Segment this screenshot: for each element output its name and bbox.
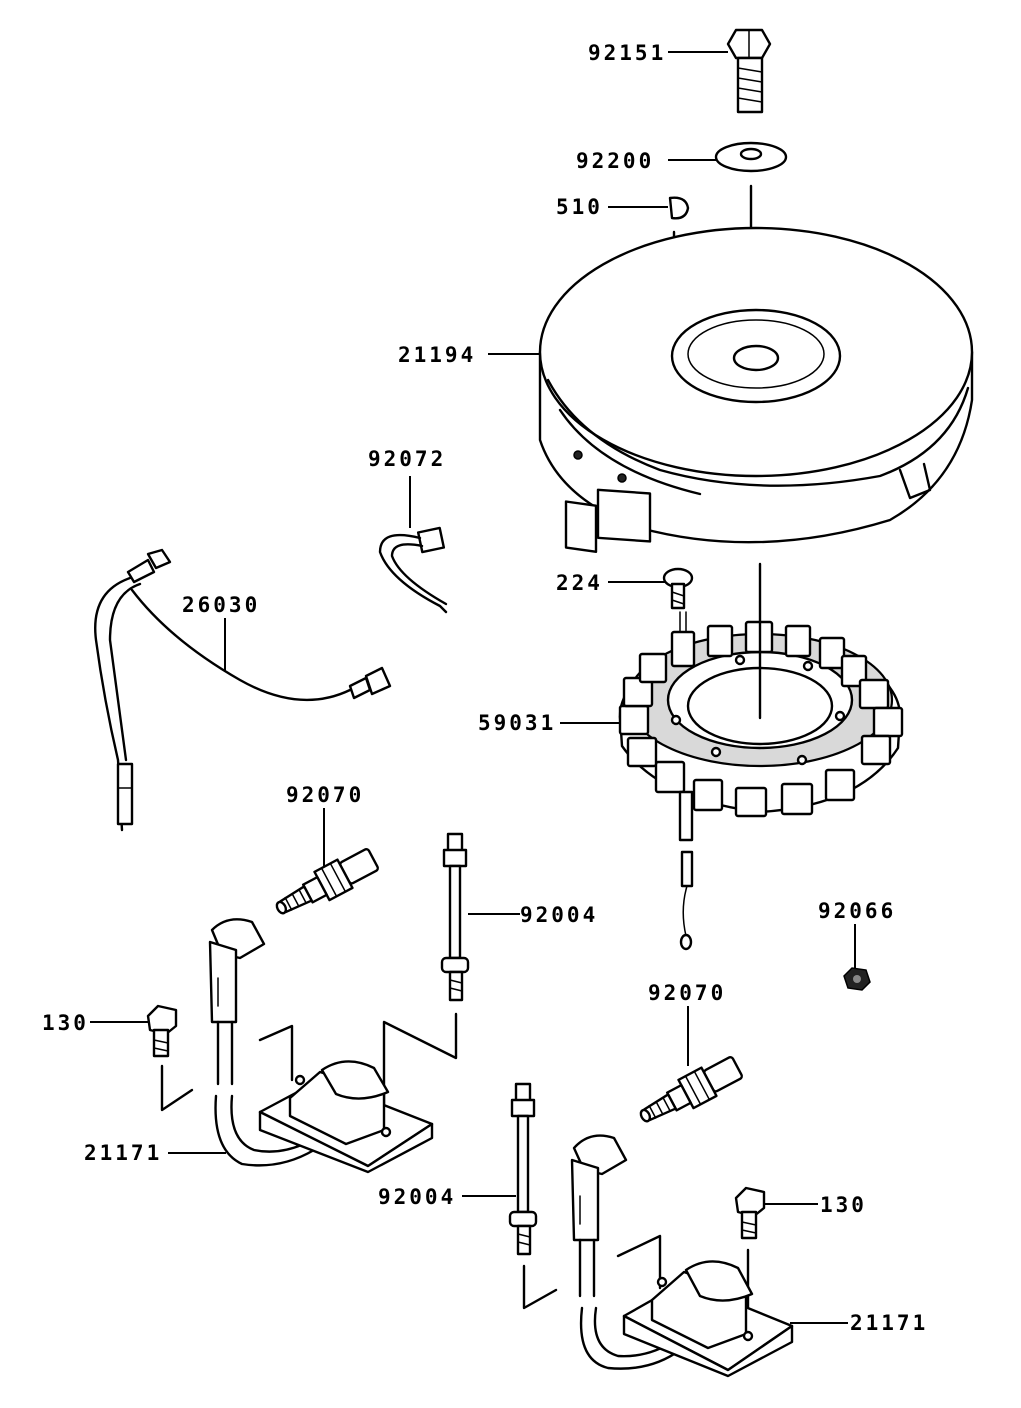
harness-26030 [94,548,392,832]
label-130-b: 130 [820,1193,867,1217]
nut-92066 [843,967,871,991]
washer-92200 [714,141,788,173]
ignition-coil-21171-b [570,1134,794,1378]
label-92072: 92072 [368,447,447,471]
bolt-92151 [726,28,772,114]
stator-59031 [618,562,904,951]
key-510 [668,196,690,220]
label-224: 224 [556,571,603,595]
label-92004-b: 92004 [378,1185,457,1209]
stud-92004-a [382,832,470,1132]
stud-92004-b [508,1082,558,1310]
label-21171-b: 21171 [850,1311,929,1335]
spark-plug-92070-a [275,848,379,915]
bolt-130-b [734,1186,766,1312]
ignition-coil-21171-a [208,918,434,1174]
label-510: 510 [556,195,603,219]
label-92200: 92200 [576,149,655,173]
label-59031: 59031 [478,711,557,735]
label-21171-a: 21171 [84,1141,163,1165]
bolt-130-a [146,1004,194,1112]
spark-plug-92070-b [639,1056,743,1123]
label-130-a: 130 [42,1011,89,1035]
lead-92072 [378,526,448,614]
label-92070-b: 92070 [648,981,727,1005]
flywheel-21194 [538,226,974,553]
leader-lines [90,51,856,1324]
label-26030: 26030 [182,593,261,617]
label-92004-a: 92004 [520,903,599,927]
label-92066: 92066 [818,899,897,923]
label-92070-a: 92070 [286,783,365,807]
label-21194: 21194 [398,343,477,367]
label-92151: 92151 [588,41,667,65]
